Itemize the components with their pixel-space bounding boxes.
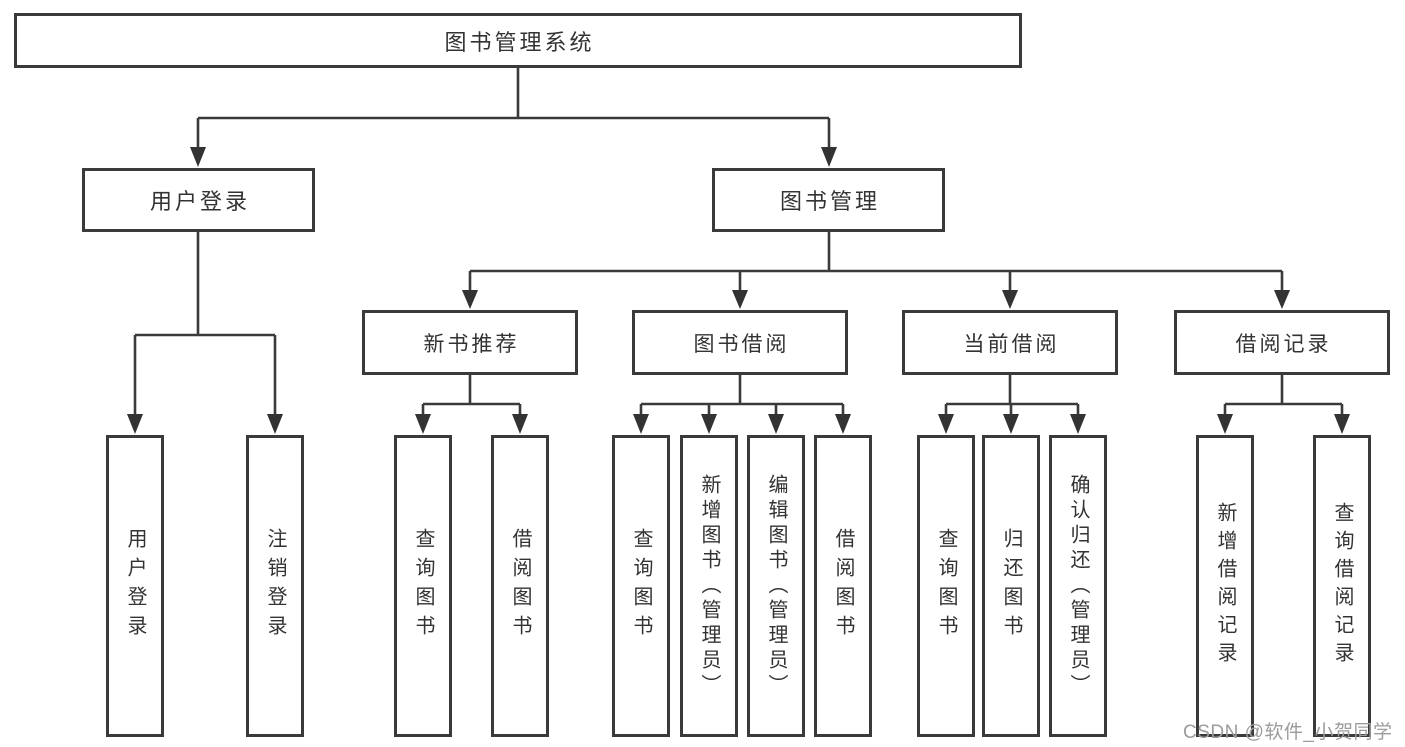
- leaf-nbr-query-books: 查询图书: [394, 435, 452, 737]
- leaf-bb-query-books: 查询图书: [612, 435, 670, 737]
- leaf-logout: 注销登录: [246, 435, 304, 737]
- leaf-label: 新增借阅记录: [1214, 502, 1236, 670]
- node-library-management-system: 图书管理系统: [14, 13, 1022, 68]
- csdn-watermark: CSDN @软件_小贺同学: [1183, 722, 1393, 743]
- connector-user-login-to-leaves: [127, 232, 283, 434]
- arrowhead: [1070, 414, 1086, 434]
- arrowhead: [415, 414, 431, 434]
- leaf-label: 确认归还（管理员）: [1067, 473, 1089, 699]
- leaf-cb-return-books: 归还图书: [982, 435, 1040, 737]
- leaf-br-query-record: 查询借阅记录: [1313, 435, 1371, 737]
- arrowhead: [512, 414, 528, 434]
- leaf-label: 查询图书: [412, 528, 434, 644]
- arrowhead: [768, 414, 784, 434]
- arrowhead: [633, 414, 649, 434]
- arrowhead: [1274, 290, 1290, 309]
- connector-book-management-to-level2: [462, 232, 1290, 309]
- leaf-label: 借阅图书: [509, 528, 531, 644]
- leaf-bb-add-books-admin: 新增图书（管理员）: [680, 435, 738, 737]
- node-label: 新书推荐: [423, 332, 520, 356]
- leaf-user-login: 用户登录: [106, 435, 164, 737]
- arrowhead: [1217, 414, 1233, 434]
- connector-root-to-level1: [190, 68, 837, 167]
- arrowhead: [821, 147, 837, 167]
- leaf-nbr-borrow-books: 借阅图书: [491, 435, 549, 737]
- connector-book-borrow-to-leaves: [633, 375, 851, 434]
- leaf-label: 编辑图书（管理员）: [765, 473, 787, 699]
- arrowhead: [1002, 290, 1018, 309]
- node-user-login: 用户登录: [82, 168, 315, 232]
- arrowhead: [462, 290, 478, 309]
- connector-new-book-recommend-to-leaves: [415, 375, 528, 434]
- node-borrow-records: 借阅记录: [1174, 310, 1390, 375]
- node-label: 图书管理系统: [444, 29, 595, 55]
- arrowhead: [835, 414, 851, 434]
- node-label: 图书管理: [779, 189, 880, 214]
- node-current-borrow: 当前借阅: [902, 310, 1118, 375]
- leaf-label: 查询图书: [630, 528, 652, 644]
- leaf-label: 查询图书: [935, 528, 957, 644]
- connector-borrow-records-to-leaves: [1217, 375, 1350, 434]
- node-label: 图书借阅: [693, 332, 790, 356]
- leaf-cb-confirm-return-admin: 确认归还（管理员）: [1049, 435, 1107, 737]
- leaf-label: 用户登录: [124, 528, 146, 644]
- leaf-cb-query-books: 查询图书: [917, 435, 975, 737]
- node-book-management: 图书管理: [712, 168, 945, 232]
- leaf-bb-borrow-books: 借阅图书: [814, 435, 872, 737]
- arrowhead: [732, 290, 748, 309]
- leaf-label: 查询借阅记录: [1331, 502, 1353, 670]
- leaf-label: 借阅图书: [832, 528, 854, 644]
- arrowhead: [1003, 414, 1019, 434]
- node-new-book-recommend: 新书推荐: [362, 310, 578, 375]
- node-book-borrow: 图书借阅: [632, 310, 848, 375]
- leaf-br-add-record: 新增借阅记录: [1196, 435, 1254, 737]
- leaf-bb-edit-books-admin: 编辑图书（管理员）: [747, 435, 805, 737]
- leaf-label: 归还图书: [1000, 528, 1022, 644]
- arrowhead: [701, 414, 717, 434]
- node-label: 借阅记录: [1235, 332, 1332, 356]
- arrowhead: [1334, 414, 1350, 434]
- connector-current-borrow-to-leaves: [938, 375, 1086, 434]
- arrowhead: [190, 147, 206, 167]
- node-label: 当前借阅: [963, 332, 1060, 356]
- leaf-label: 新增图书（管理员）: [698, 473, 720, 699]
- leaf-label: 注销登录: [264, 528, 286, 644]
- arrowhead: [938, 414, 954, 434]
- arrowhead: [127, 414, 143, 434]
- arrowhead: [267, 414, 283, 434]
- node-label: 用户登录: [149, 189, 250, 214]
